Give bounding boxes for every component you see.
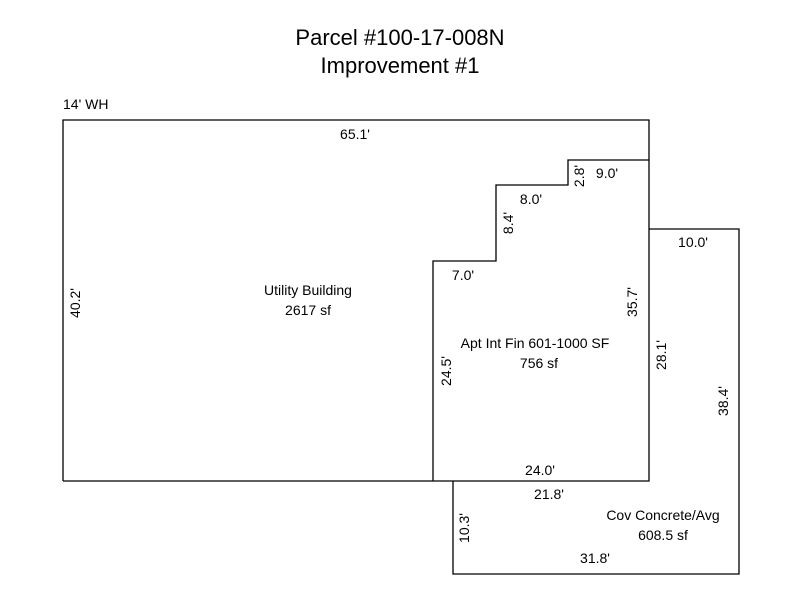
dim-apt-left: 24.5' bbox=[438, 356, 454, 386]
parcel-title: Parcel #100-17-008N bbox=[295, 25, 504, 50]
dim-utility-left: 40.2' bbox=[67, 288, 83, 318]
dim-utility-top: 65.1' bbox=[340, 126, 370, 142]
dim-apt-step-mid-rise: 8.4' bbox=[500, 212, 516, 234]
utility-building-outline bbox=[62, 119, 650, 482]
improvement-title: Improvement #1 bbox=[321, 53, 480, 78]
utility-building-area: 2617 sf bbox=[285, 302, 331, 318]
dim-porch-bottom: 31.8' bbox=[580, 550, 610, 566]
dim-apt-bottom: 24.0' bbox=[525, 462, 555, 478]
dim-porch-top: 10.0' bbox=[678, 234, 708, 250]
utility-building-name: Utility Building bbox=[264, 282, 352, 298]
dim-porch-right: 38.4' bbox=[715, 386, 731, 416]
wall-height-note: 14' WH bbox=[63, 96, 108, 112]
apartment-area: 756 sf bbox=[520, 355, 558, 371]
covered-concrete-outline bbox=[452, 228, 740, 575]
covered-concrete-area: 608.5 sf bbox=[638, 527, 688, 543]
dim-apt-step-top: 9.0' bbox=[596, 165, 618, 181]
dim-porch-inner-bottom: 21.8' bbox=[534, 486, 564, 502]
covered-concrete-name: Cov Concrete/Avg bbox=[606, 507, 719, 523]
dim-apt-right: 35.7' bbox=[624, 287, 640, 317]
dim-apt-step-mid-run: 8.0' bbox=[520, 191, 542, 207]
apartment-outline bbox=[432, 159, 649, 481]
dim-porch-inner-right: 28.1' bbox=[653, 340, 669, 370]
dim-apt-step-small-rise: 2.8' bbox=[571, 165, 587, 187]
dim-porch-left: 10.3' bbox=[456, 513, 472, 543]
dim-apt-step-low-run: 7.0' bbox=[452, 267, 474, 283]
apartment-name: Apt Int Fin 601-1000 SF bbox=[461, 335, 610, 351]
